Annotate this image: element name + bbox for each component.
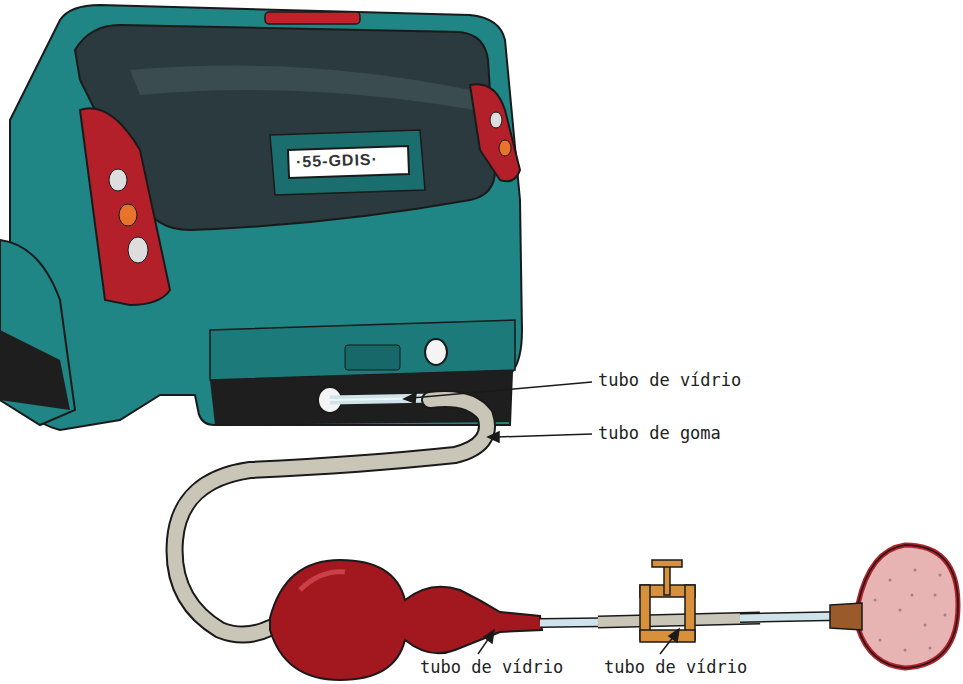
lamp <box>109 169 127 191</box>
brake-light <box>265 12 360 24</box>
part-label: tubo de goma <box>598 423 721 443</box>
car-body <box>10 5 522 430</box>
flask-outline <box>858 545 958 668</box>
bumper-slot <box>345 345 400 370</box>
clamp-screw <box>664 565 670 595</box>
bumper-strip <box>0 330 70 410</box>
rubber-connector-outline <box>598 618 760 622</box>
clamp <box>640 630 695 642</box>
part-label: tubo de vídrio <box>604 657 747 677</box>
rubber-connector <box>598 618 760 622</box>
tail-light <box>80 108 170 305</box>
bag-highlight <box>300 572 345 590</box>
tail-light <box>470 84 520 181</box>
license-plate-text: ·55-GDIS· <box>296 150 379 172</box>
glass-tube <box>740 616 840 618</box>
glass-tube-outline <box>740 616 840 618</box>
part-label: tubo de vídrio <box>598 370 741 390</box>
glass-shine <box>330 398 435 400</box>
part-label: tubo de vídrio <box>420 657 563 677</box>
exhaust-pipe <box>425 339 447 365</box>
cork-stopper <box>830 603 862 630</box>
flask-particles <box>874 569 947 652</box>
window-reflection <box>130 66 475 111</box>
flask <box>858 545 958 668</box>
lamp <box>119 204 137 226</box>
glass-tube <box>330 398 435 400</box>
license-plate <box>288 146 409 178</box>
clamp-handle <box>652 560 682 567</box>
bumper <box>210 320 515 380</box>
car-side <box>0 240 75 425</box>
plate-recess <box>270 130 425 195</box>
leader-lines <box>404 382 679 654</box>
lamp <box>128 237 148 263</box>
lamp <box>490 112 502 128</box>
lamp <box>499 140 511 156</box>
